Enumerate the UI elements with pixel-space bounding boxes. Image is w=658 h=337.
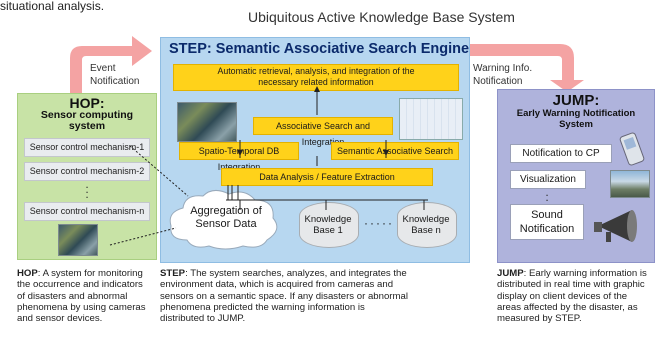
step-desc-line: environment data, which is acquired from… [160, 279, 394, 291]
hop-desc-term: HOP [17, 268, 38, 279]
jump-panel: JUMP: Early Warning Notification System … [497, 89, 655, 263]
hop-subtitle-line1: Sensor computing [40, 109, 134, 121]
sound-notification-box: Sound Notification [510, 204, 584, 240]
data-analysis-box: Data Analysis / Feature Extraction [221, 168, 433, 186]
jump-desc-line: measured by STEP. [497, 313, 582, 325]
visualization-image [610, 170, 650, 198]
kbn-line2: Base n [411, 225, 441, 236]
hop-desc-line: the occurrence and indicators [17, 279, 143, 291]
event-notification-label: Event Notification [90, 62, 139, 88]
step-desc-line: phenomena predicted the warning informat… [160, 301, 365, 313]
sound-line1: Sound [531, 209, 563, 221]
step-title: STEP: Semantic Associative Search Engine [169, 41, 470, 57]
hop-subtitle-line2: system [68, 120, 106, 132]
knowledge-base-1-label: Knowledge Base 1 [299, 214, 357, 236]
step-desc-line: distributed to JUMP. [160, 313, 246, 325]
event-label-line2: Notification [90, 76, 140, 87]
jump-title: JUMP: [552, 92, 600, 109]
jump-subtitle-line1: Early Warning Notification [516, 108, 636, 119]
sound-line2: Notification [519, 223, 575, 235]
vertical-ellipsis: ... [85, 177, 89, 201]
sensor-mechanism-n: Sensor control mechanism-n [24, 202, 150, 221]
hop-desc-line: and sensor devices. [17, 313, 103, 325]
event-arrow [70, 36, 152, 96]
jump-subtitle-line2: System [559, 118, 593, 130]
warning-notification-label: Warning Info. Notification [473, 62, 532, 88]
sensor-mechanism-2: Sensor control mechanism-2 [24, 162, 150, 181]
visualization-box: Visualization [510, 170, 586, 189]
jump-desc-line: display on client devices of the [497, 290, 628, 302]
jump-desc-line: distributed in real time with graphic [497, 279, 645, 291]
hop-desc-line: : A system for monitoring [37, 268, 143, 279]
hop-desc-line: phenomena by using cameras [17, 301, 146, 313]
aggregation-line1: Aggregation of [190, 205, 262, 217]
aggregation-line2: Sensor Data [195, 218, 257, 230]
camera-images [177, 102, 237, 142]
map-image [399, 98, 463, 140]
kb1-line2: Base 1 [313, 225, 343, 236]
hop-description: HOP: A system for monitoring the occurre… [17, 268, 157, 324]
warning-arrow [468, 44, 584, 92]
step-description: STEP: The system searches, analyzes, and… [160, 268, 460, 324]
aggregation-label: Aggregation of Sensor Data [181, 205, 271, 231]
step-panel: STEP: Semantic Associative Search Engine… [160, 37, 470, 263]
jump-desc-line: : Early warning information is [523, 268, 647, 279]
step-desc-line: : The system searches, analyzes, and int… [185, 268, 407, 279]
mobile-phone-icon [619, 132, 645, 166]
associative-integration-box: Associative Search and Integration [253, 117, 393, 147]
sensor-mechanism-1: Sensor control mechanism-1 [24, 138, 150, 157]
megaphone-icon [594, 210, 637, 242]
sensor-image [58, 224, 98, 256]
notification-to-cp-box: Notification to CP [510, 144, 612, 163]
auto-retrieval-box: Automatic retrieval, analysis, and integ… [173, 64, 459, 91]
hop-desc-line: of disasters and abnormal [17, 290, 128, 302]
top-text-fragment: situational analysis. [0, 0, 105, 13]
jump-subtitle: Early Warning Notification System [498, 108, 654, 130]
kb1-line1: Knowledge [304, 214, 352, 225]
knowledge-base-n-label: Knowledge Base n [397, 214, 455, 236]
kbn-line1: Knowledge [402, 214, 450, 225]
jump-vertical-ellipsis: ... [545, 185, 549, 209]
hop-panel: HOP: Sensor computing system Sensor cont… [17, 93, 157, 260]
jump-desc-line: areas affected by the disaster, as [497, 301, 638, 313]
event-label-line1: Event [90, 63, 116, 74]
auto-retrieval-line1: Automatic retrieval, analysis, and integ… [217, 66, 415, 76]
knowledge-base-n [397, 202, 457, 248]
kb-ellipsis: ····· [364, 216, 394, 230]
system-title: Ubiquitous Active Knowledge Base System [248, 9, 515, 25]
warning-label-line2: Notification [473, 76, 523, 87]
step-desc-line: sensors on a semantic space. If any disa… [160, 290, 408, 302]
jump-desc-term: JUMP [497, 268, 524, 279]
hop-subtitle: Sensor computing system [18, 110, 156, 132]
warning-label-line1: Warning Info. [473, 63, 533, 74]
knowledge-base-1 [299, 202, 359, 248]
jump-description: JUMP: Early warning information is distr… [497, 268, 655, 324]
hop-title: HOP: [69, 95, 105, 111]
semantic-search-box: Semantic Associative Search [331, 142, 459, 160]
step-desc-term: STEP [160, 268, 186, 279]
auto-retrieval-line2: necessary related information [258, 77, 374, 87]
